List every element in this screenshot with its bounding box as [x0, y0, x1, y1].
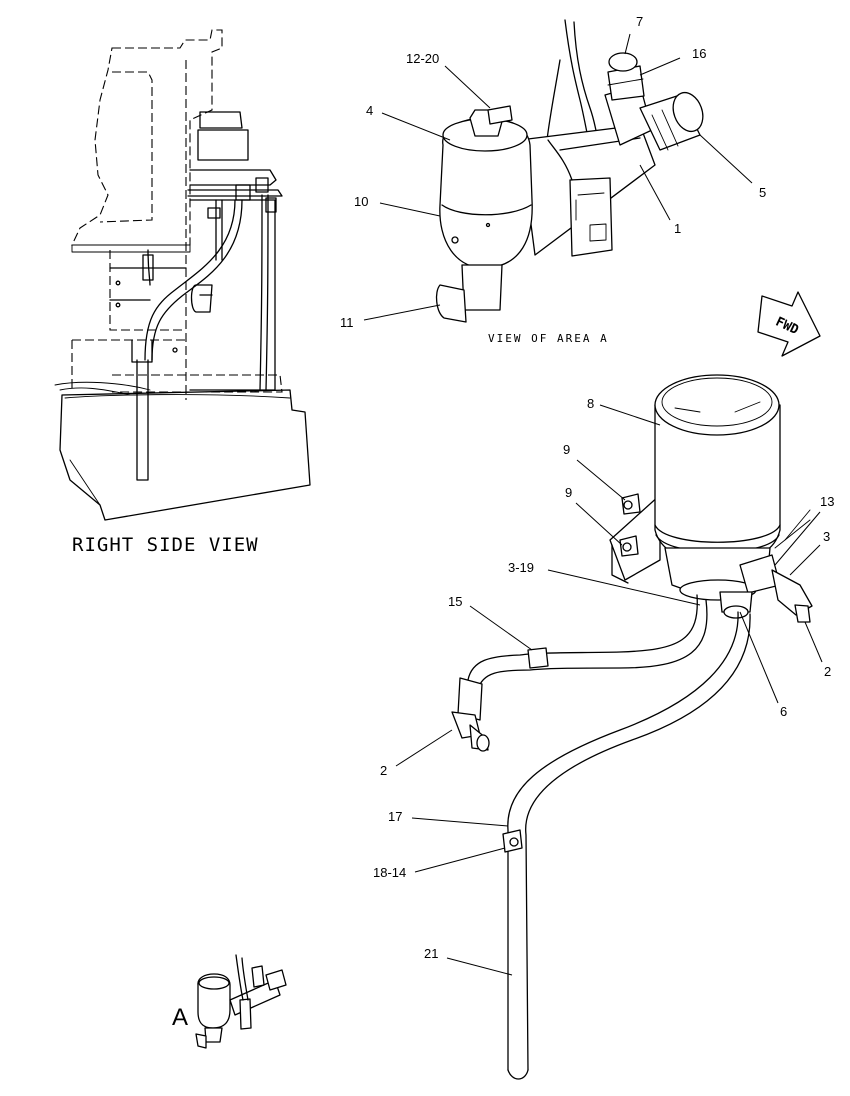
- callout-9-upper: 9: [563, 442, 570, 457]
- callout-3: 3: [823, 529, 830, 544]
- area-a-marker: A: [172, 1004, 188, 1031]
- callout-6: 6: [780, 704, 787, 719]
- callout-15: 15: [448, 594, 462, 609]
- filter-assembly-drawing: [451, 374, 813, 1080]
- callout-4: 4: [366, 103, 373, 118]
- callout-21: 21: [424, 946, 438, 961]
- callout-18-14: 18-14: [373, 865, 406, 880]
- right-side-view-drawing: [54, 29, 311, 521]
- right-side-view-caption: RIGHT SIDE VIEW: [72, 534, 259, 556]
- callout-2-left: 2: [380, 763, 387, 778]
- area-a-detail-drawing: [435, 19, 704, 323]
- view-of-area-a-caption: VIEW OF AREA A: [488, 332, 609, 345]
- callout-17: 17: [388, 809, 402, 824]
- callout-12-20: 12-20: [406, 51, 439, 66]
- callout-2-right: 2: [824, 664, 831, 679]
- callout-7: 7: [636, 14, 643, 29]
- callout-9-lower: 9: [565, 485, 572, 500]
- callout-1: 1: [674, 221, 681, 236]
- callout-8: 8: [587, 396, 594, 411]
- fwd-arrow-icon: FWD: [757, 291, 821, 357]
- callout-11: 11: [340, 315, 354, 330]
- leader-lines: [363, 33, 823, 976]
- area-a-locator-sketch: [195, 954, 287, 1049]
- callout-5: 5: [759, 185, 766, 200]
- callout-10: 10: [354, 194, 368, 209]
- callout-13: 13: [820, 494, 834, 509]
- callout-3-19: 3-19: [508, 560, 534, 575]
- callout-16: 16: [692, 46, 706, 61]
- fwd-label: FWD: [773, 315, 801, 339]
- callout-labels: 7 16 12-20 4 5 10 1 11 8 9 9 13 3 3-19 1…: [340, 14, 834, 961]
